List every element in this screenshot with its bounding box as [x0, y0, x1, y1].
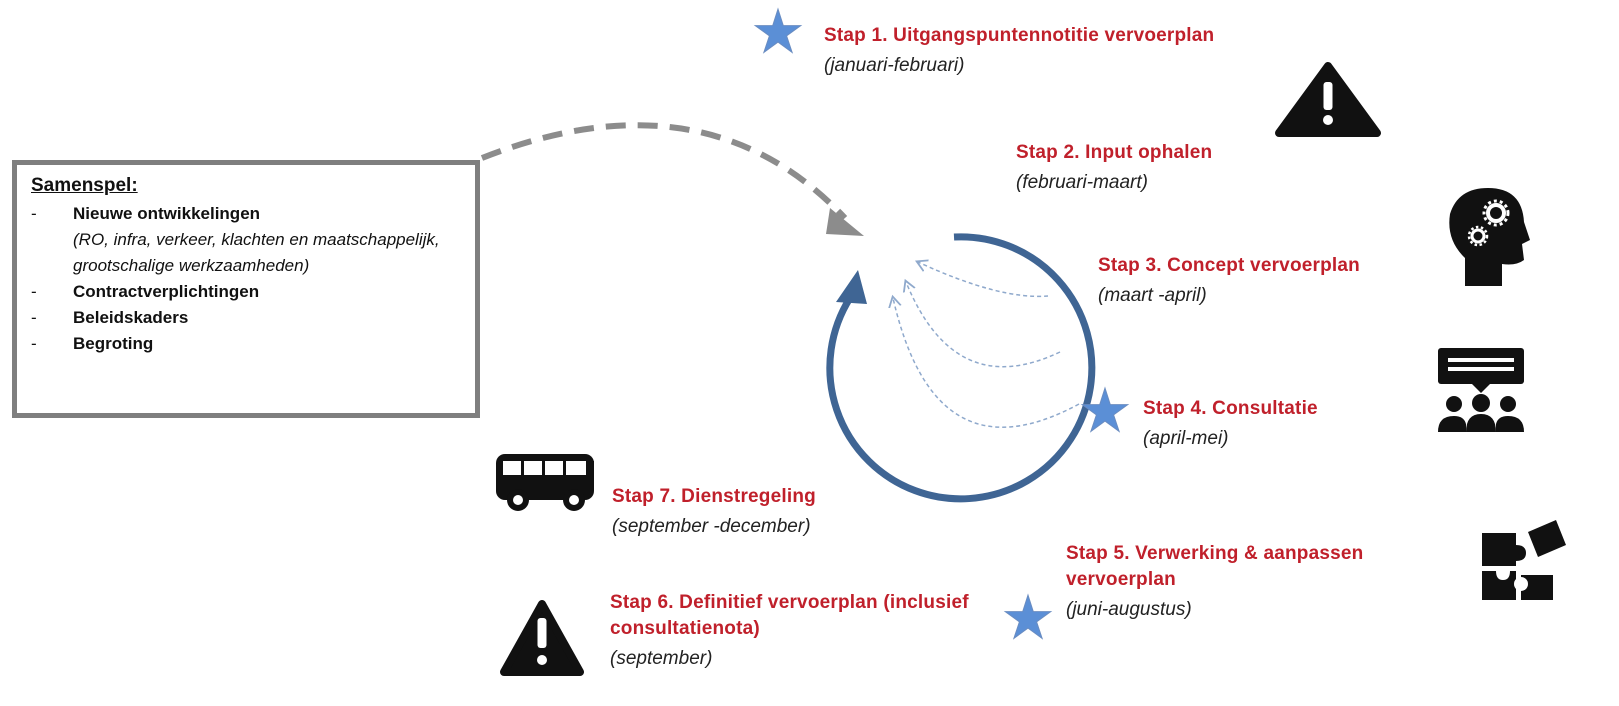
- step-4: Stap 4. Consultatie (april-mei): [1143, 396, 1318, 452]
- list-bullet: -: [31, 282, 37, 301]
- box-title: Samenspel:: [31, 175, 138, 196]
- step-dates: (september -december): [612, 516, 811, 537]
- list-item-label: Begroting: [73, 334, 154, 353]
- warning-icon: [1275, 62, 1381, 137]
- warning-icon: [500, 600, 584, 676]
- list-item: - Contractverplichtingen: [31, 279, 463, 305]
- list-bullet: -: [31, 308, 37, 327]
- step-title: Stap 4. Consultatie: [1143, 398, 1318, 419]
- list-item-label: Contractverplichtingen: [73, 282, 260, 301]
- step-dates: (februari-maart): [1016, 172, 1148, 193]
- star-icon: [1003, 593, 1053, 640]
- meeting-icon: [1438, 348, 1524, 432]
- list-bullet: -: [31, 334, 37, 353]
- list-item-label: Nieuwe ontwikkelingen: [73, 204, 261, 223]
- step-dates: (september): [610, 648, 713, 669]
- list-bullet: -: [31, 204, 37, 223]
- list-item: - Beleidskaders: [31, 305, 463, 331]
- step-3: Stap 3. Concept vervoerplan (maart -apri…: [1098, 253, 1360, 309]
- step-5: Stap 5. Verwerking & aanpassen vervoerpl…: [1066, 541, 1466, 623]
- step-title: Stap 6. Definitief vervoerplan (inclusie…: [610, 592, 969, 639]
- step-title: Stap 5. Verwerking & aanpassen vervoerpl…: [1066, 543, 1364, 590]
- list-item: - Nieuwe ontwikkelingen (RO, infra, verk…: [31, 201, 463, 279]
- cycle-arrow: [826, 233, 1096, 503]
- step-2: Stap 2. Input ophalen (februari-maart): [1016, 140, 1212, 196]
- step-dates: (juni-augustus): [1066, 599, 1192, 620]
- step-title: Stap 7. Dienstregeling: [612, 486, 816, 507]
- step-dates: (april-mei): [1143, 428, 1229, 449]
- step-dates: (maart -april): [1098, 285, 1207, 306]
- list-item-label: Beleidskaders: [73, 308, 189, 327]
- dashed-connector-arrow: [480, 122, 864, 236]
- step-dates: (januari-februari): [824, 55, 965, 76]
- step-title: Stap 1. Uitgangspuntennotitie vervoerpla…: [824, 25, 1215, 46]
- list-item-detail: (RO, infra, verkeer, klachten en maatsch…: [73, 230, 440, 275]
- step-title: Stap 2. Input ophalen: [1016, 142, 1213, 163]
- feedback-arrows: [893, 262, 1080, 428]
- step-6: Stap 6. Definitief vervoerplan (inclusie…: [610, 590, 970, 672]
- box-list: - Nieuwe ontwikkelingen (RO, infra, verk…: [31, 201, 463, 357]
- star-icon: [1080, 386, 1130, 433]
- head-gears-icon: [1449, 188, 1530, 286]
- step-7: Stap 7. Dienstregeling (september -decem…: [612, 484, 816, 540]
- step-title: Stap 3. Concept vervoerplan: [1098, 255, 1360, 276]
- list-item: - Begroting: [31, 331, 463, 357]
- star-icon: [753, 7, 803, 54]
- bus-icon: [496, 454, 594, 511]
- step-1: Stap 1. Uitgangspuntennotitie vervoerpla…: [824, 23, 1214, 79]
- samenspel-box: Samenspel: - Nieuwe ontwikkelingen (RO, …: [12, 160, 480, 418]
- puzzle-icon: [1482, 520, 1566, 600]
